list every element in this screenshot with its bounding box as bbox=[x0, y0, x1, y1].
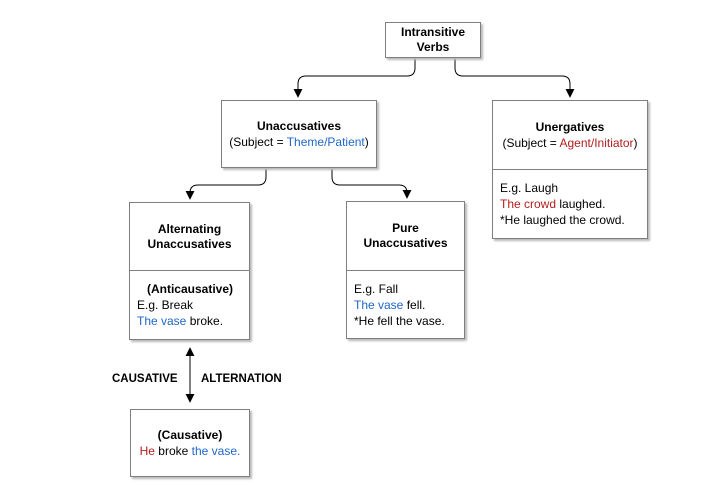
node-title: Unergatives bbox=[535, 120, 605, 134]
node-subheading: (Anticausative) bbox=[146, 282, 234, 296]
node-subtitle: (Subject = Agent/Initiator) bbox=[502, 136, 638, 150]
node-unaccusatives: Unaccusatives (Subject = Theme/Patient) bbox=[221, 100, 377, 168]
connector-intransitive-to-unaccusatives bbox=[293, 58, 416, 98]
node-unergatives: Unergatives (Subject = Agent/Initiator) … bbox=[492, 100, 648, 239]
node-subheading: (Causative) bbox=[157, 428, 223, 442]
node-unergatives-header: Unergatives (Subject = Agent/Initiator) bbox=[493, 101, 647, 170]
connector-unaccusatives-to-pure bbox=[331, 169, 412, 199]
label-alternation: ALTERNATION bbox=[201, 373, 282, 385]
node-subtitle: (Subject = Theme/Patient) bbox=[229, 135, 369, 149]
connector-unaccusatives-to-alternating bbox=[185, 169, 267, 200]
connector-intransitive-to-unergatives bbox=[454, 58, 575, 98]
node-title: Unaccusatives bbox=[256, 119, 342, 133]
example-lines: He broke the vase. bbox=[139, 444, 241, 458]
label-causative: CAUSATIVE bbox=[112, 373, 178, 385]
node-causative: (Causative) He broke the vase. bbox=[130, 409, 250, 477]
